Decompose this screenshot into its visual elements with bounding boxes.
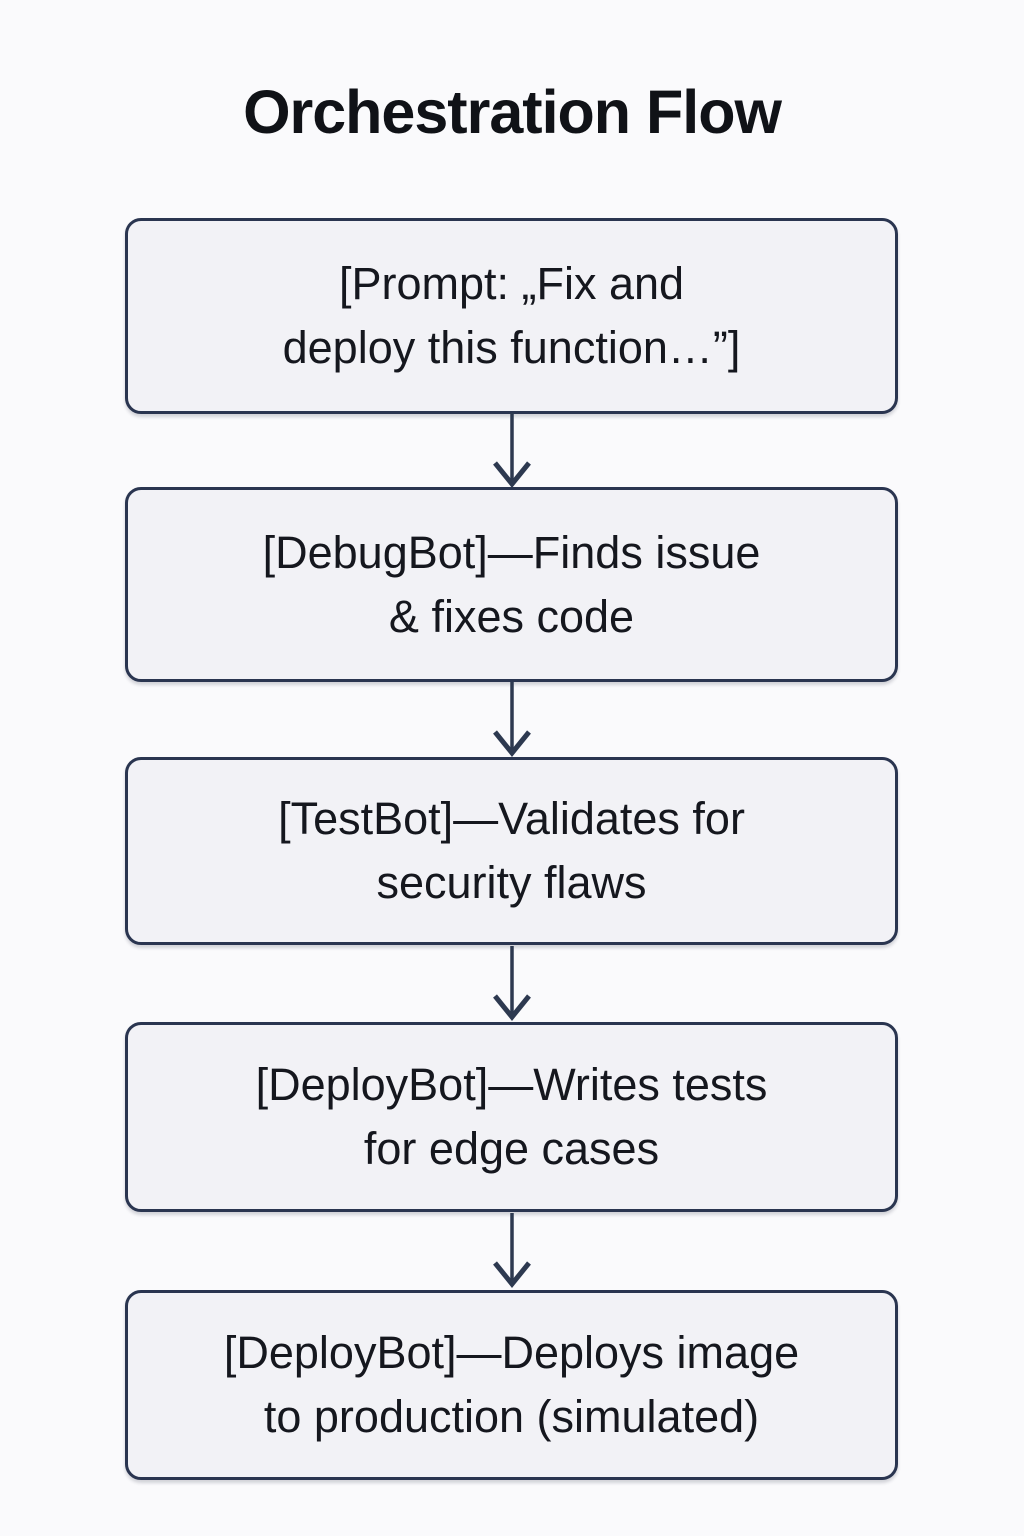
flow-node-deploybot-tests: [DeployBot]—Writes tests for edge cases <box>125 1022 898 1212</box>
arrow-down-icon <box>493 994 531 1021</box>
arrow-down-icon <box>493 1261 531 1288</box>
flow-arrow-3 <box>493 946 531 1021</box>
node-text-line1: [TestBot]—Validates for <box>278 793 745 845</box>
flow-node-testbot: [TestBot]—Validates for security flaws <box>125 757 898 945</box>
node-text-line2: to production (simulated) <box>263 1391 760 1442</box>
node-text-line1: [DebugBot]—Finds issue <box>262 526 761 578</box>
node-text-line2: deploy this function…”] <box>282 322 741 373</box>
node-text-line1: [DeployBot]—Writes tests <box>255 1059 768 1111</box>
diagram-title: Orchestration Flow <box>243 78 782 146</box>
arrow-down-icon <box>493 730 531 757</box>
flow-node-debugbot: [DebugBot]—Finds issue & fixes code <box>125 487 898 682</box>
flow-arrow-2 <box>493 682 531 757</box>
flow-node-deploybot-deploy: [DeployBot]—Deploys image to production … <box>125 1290 898 1480</box>
flow-arrow-4 <box>493 1213 531 1288</box>
node-text-line1: [DeployBot]—Deploys image <box>223 1327 800 1379</box>
arrow-down-icon <box>493 461 531 488</box>
node-text-line2: security flaws <box>376 857 647 908</box>
node-text-line1: [Prompt: „Fix and <box>338 258 685 310</box>
flow-arrow-1 <box>493 413 531 488</box>
node-text-line2: & fixes code <box>388 590 635 642</box>
flow-node-prompt: [Prompt: „Fix and deploy this function…”… <box>125 218 898 414</box>
node-text-line2: for edge cases <box>363 1123 660 1174</box>
